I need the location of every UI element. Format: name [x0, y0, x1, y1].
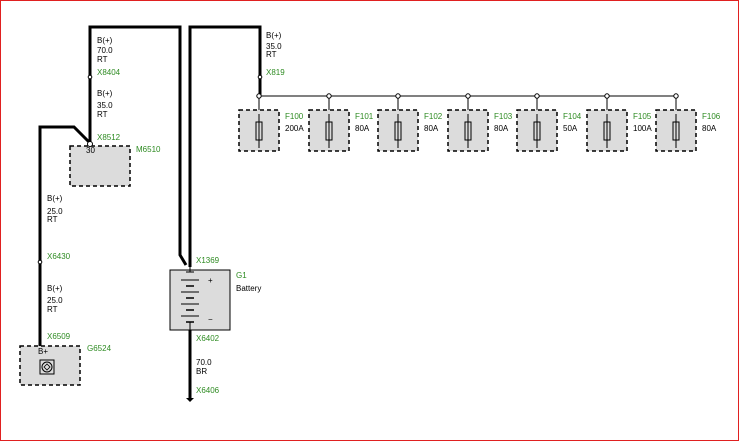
generator-icon-inner [43, 363, 51, 371]
component-battery-g1 [169, 269, 231, 331]
g6524-pin-label: B+ [38, 347, 48, 356]
fuse-junction-node [534, 93, 540, 99]
fuse-f102: F102 80A [377, 93, 443, 152]
battery-name: Battery [236, 284, 261, 293]
fuse-f100: F100 200A [238, 93, 304, 152]
connector-x8512: X8512 [97, 133, 121, 142]
fuse-rating-label: 80A [702, 124, 717, 133]
wire-battery-to-x819 [188, 25, 262, 267]
g6524-symbol-box [39, 359, 55, 375]
fuse-id-label: F101 [355, 112, 374, 121]
connector-x6406: X6406 [196, 386, 220, 395]
component-id-g6524: G6524 [87, 344, 112, 353]
wire-color-label: RT [97, 110, 108, 119]
wire-gauge-label: 70.0 [196, 358, 212, 367]
fuse-rating-label: 200A [285, 124, 304, 133]
fuse-f104: F104 50A [516, 93, 582, 152]
fuse-f105: F105 100A [586, 93, 652, 152]
wire-gauge-label: 25.0 [47, 296, 63, 305]
component-g6524 [19, 345, 81, 386]
component-id-g1: G1 [236, 271, 247, 280]
wire-color-label: BR [196, 367, 207, 376]
node-x6430 [37, 259, 43, 265]
connector-x6402: X6402 [196, 334, 220, 343]
fuse-junction-node [673, 93, 679, 99]
component-id-m6510: M6510 [136, 145, 161, 154]
fuse-rating-label: 80A [494, 124, 509, 133]
ground-arrow-icon [186, 398, 194, 402]
wire-gauge-label: 70.0 [97, 46, 113, 55]
fuse-rating-label: 50A [563, 124, 578, 133]
fuse-rating-label: 80A [355, 124, 370, 133]
fuse-id-label: F103 [494, 112, 513, 121]
fuse-junction-node [395, 93, 401, 99]
wire-color-label: RT [47, 305, 58, 314]
wire-signal-label: B(+) [97, 36, 113, 45]
pin-30-node [87, 141, 93, 147]
wire-battery-to-x8404 [88, 25, 188, 266]
fuse-junction-node [604, 93, 610, 99]
connector-x1369: X1369 [196, 256, 220, 265]
fuse-id-label: F106 [702, 112, 721, 121]
fuse-rating-label: 80A [424, 124, 439, 133]
generator-icon [41, 361, 53, 373]
connector-x8404: X8404 [97, 68, 121, 77]
connector-x819: X819 [266, 68, 285, 77]
m6510-pin-label: 30 [86, 146, 95, 155]
wire-signal-label: B(+) [266, 31, 282, 40]
wire-signal-label: B(+) [47, 194, 63, 203]
wire-color-label: RT [47, 215, 58, 224]
wire-color-label: RT [97, 55, 108, 64]
component-m6510 [69, 145, 131, 187]
fuse-f103: F103 80A [447, 93, 513, 152]
fuse-junction-node [465, 93, 471, 99]
fuse-id-label: F104 [563, 112, 582, 121]
node-x8404 [87, 74, 93, 80]
connector-x6430: X6430 [47, 252, 71, 261]
battery-plus-icon: + [208, 276, 213, 285]
battery-minus-icon: − [208, 315, 213, 324]
wire-gauge-label: 35.0 [97, 101, 113, 110]
wire-gauge-label: 35.0 [266, 42, 282, 51]
fuse-block: F100 200A F101 80A F102 80A F103 80A F104 50A F105… [238, 93, 721, 152]
node-x819 [257, 74, 263, 80]
wire-m6510-to-g6524 [38, 125, 92, 346]
fuse-f106: F106 80A [655, 93, 721, 152]
wire-gauge-label: 25.0 [47, 207, 63, 216]
wire-signal-label: B(+) [47, 284, 63, 293]
wire-signal-label: B(+) [97, 89, 113, 98]
fuse-id-label: F102 [424, 112, 443, 121]
fuse-junction-node [256, 93, 262, 99]
connector-x6509: X6509 [47, 332, 71, 341]
battery-cells-icon [181, 266, 199, 334]
fuse-f101: F101 80A [308, 93, 374, 152]
fuse-id-label: F105 [633, 112, 652, 121]
fuse-id-label: F100 [285, 112, 304, 121]
wire-color-label: RT [266, 50, 277, 59]
fuse-rating-label: 100A [633, 124, 652, 133]
fuse-junction-node [326, 93, 332, 99]
